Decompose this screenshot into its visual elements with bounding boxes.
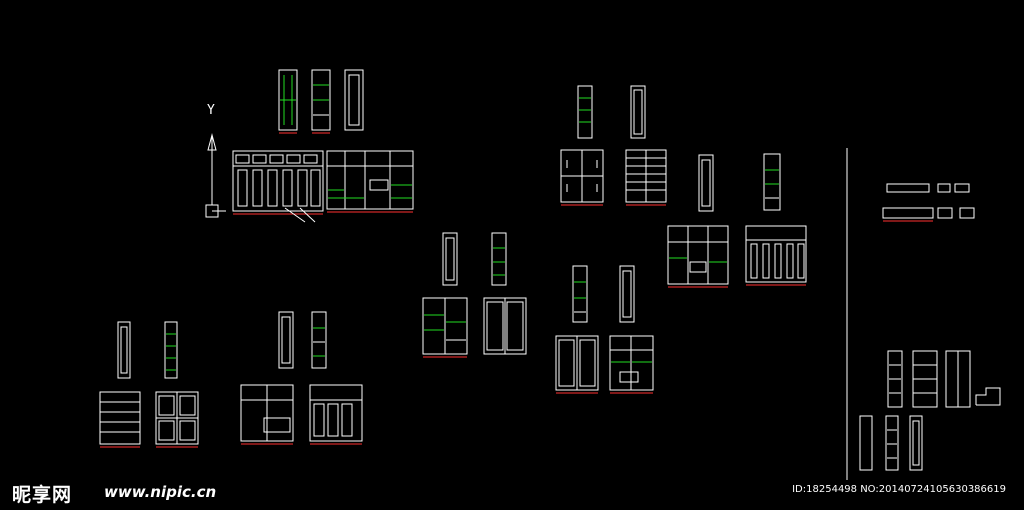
watermark-url: www.nipic.cn <box>104 483 217 501</box>
wardrobe-front-elevation-e <box>99 391 199 448</box>
cabinet-side-views-g <box>278 311 327 369</box>
wardrobe-front-elevation-a <box>232 150 324 223</box>
cabinet-side-view-c <box>763 153 781 211</box>
cabinet-side-views-b <box>577 85 646 139</box>
right-sheet-elevations <box>859 350 1001 471</box>
watermark-logo: 昵享网 <box>12 484 73 506</box>
wardrobe-front-elevation-c <box>745 225 807 286</box>
wardrobe-front-elevation-f <box>240 384 363 445</box>
ucs-axis-icon <box>205 133 226 218</box>
cabinet-side-views-a <box>278 69 364 134</box>
watermark-id: ID:18254498 NO:20140724105630386619 <box>792 484 1006 495</box>
cabinet-side-views-e <box>572 265 635 323</box>
cabinet-side-views-d <box>442 232 507 286</box>
wardrobe-interior-elevation-a <box>326 150 414 213</box>
y-axis-label: Y <box>207 103 215 118</box>
cabinet-side-views-f <box>117 321 178 379</box>
wardrobe-front-elevation-b <box>560 149 714 212</box>
wardrobe-interior-elevation-c <box>422 297 527 358</box>
wardrobe-interior-elevation-b <box>667 225 729 288</box>
wardrobe-front-elevation-d <box>555 335 654 394</box>
right-sheet-small-plans <box>882 183 975 222</box>
